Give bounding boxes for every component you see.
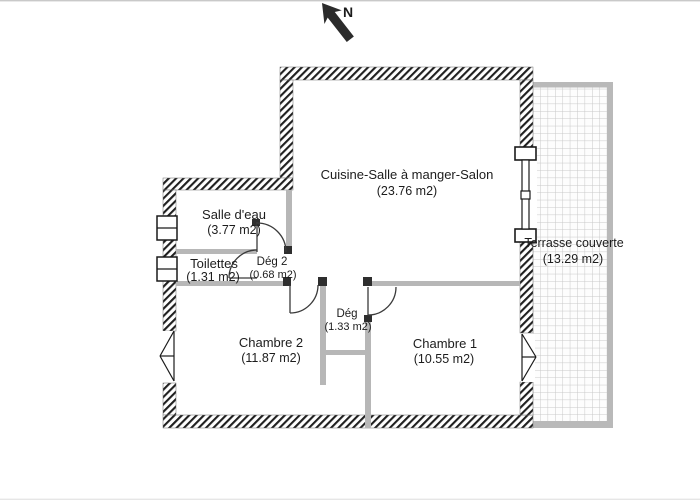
- wall-left-3: [162, 280, 177, 332]
- wall-bottom: [162, 414, 534, 429]
- jamb-chambre2-east: [318, 277, 327, 286]
- room-label-deg: Dég (1.33 m2): [324, 308, 371, 333]
- room-label-terrasse: Terrasse couverte (13.29 m2): [524, 236, 623, 266]
- wall-cuisine-chambre1: [368, 281, 520, 286]
- scan-edge-top: [0, 0, 700, 2]
- room-area: (1.31 m2): [186, 270, 240, 284]
- room-labels: Cuisine-Salle à manger-Salon (23.76 m2) …: [186, 167, 623, 366]
- outer-walls: [162, 66, 534, 429]
- terrace-border-bottom: [533, 421, 613, 428]
- terrace-border-right: [607, 82, 613, 428]
- room-name: Terrasse couverte: [524, 236, 623, 250]
- room-area: (11.87 m2): [241, 351, 301, 365]
- room-area: (1.33 m2): [324, 321, 371, 333]
- room-label-chambre1: Chambre 1 (10.55 m2): [413, 336, 477, 366]
- room-label-salle-eau: Salle d'eau (3.77 m2): [202, 207, 266, 237]
- wall-salle-eau-cuisine: [286, 190, 292, 252]
- room-area: (3.77 m2): [207, 223, 261, 237]
- jamb-chambre1-top: [363, 277, 372, 286]
- wall-right-2: [519, 239, 534, 334]
- jamb-chambre1-bottom: [364, 315, 372, 322]
- wall-closet-back: [326, 350, 365, 355]
- wall-salle-eau-toilettes: [176, 249, 257, 254]
- room-area: (23.76 m2): [377, 184, 437, 198]
- wall-top: [279, 66, 534, 81]
- wall-left-4: [162, 382, 177, 416]
- room-label-cuisine: Cuisine-Salle à manger-Salon (23.76 m2): [321, 167, 494, 198]
- terrace-area: [533, 82, 613, 428]
- door-chambre-2: [289, 284, 319, 314]
- door-chambre-1: [367, 286, 397, 316]
- window-toilettes: [156, 256, 178, 282]
- terrace-border-top: [533, 82, 613, 88]
- room-name: Dég: [336, 308, 357, 320]
- window-chambre-2: [159, 330, 175, 382]
- wall-left-2: [162, 239, 177, 258]
- wall-deg-east-chambres: [365, 317, 371, 428]
- scan-edge-bottom: [0, 498, 700, 500]
- north-arrow-icon: [322, 3, 354, 43]
- room-area: (10.55 m2): [414, 352, 474, 366]
- wall-cuisine-west: [279, 79, 294, 179]
- terrace-tiles: [533, 87, 607, 421]
- room-name: Toilettes: [190, 256, 238, 271]
- jamb-chambre2-west: [283, 277, 291, 286]
- window-salle-eau: [156, 215, 178, 241]
- jamb-salle-eau: [252, 219, 260, 226]
- wall-toilettes-chambre2: [176, 281, 290, 286]
- room-area: (13.29 m2): [543, 252, 603, 266]
- interior-walls: [176, 190, 520, 428]
- wall-salle-eau-top: [162, 177, 294, 191]
- room-name: Salle d'eau: [202, 207, 266, 222]
- wall-right-3: [519, 381, 534, 416]
- room-label-toilettes: Toilettes (1.31 m2): [186, 256, 240, 284]
- windows: [156, 146, 537, 382]
- room-label-chambre2: Chambre 2 (11.87 m2): [239, 335, 303, 365]
- door-salle-eau: [256, 222, 287, 253]
- room-name: Chambre 2: [239, 335, 303, 350]
- room-name: Cuisine-Salle à manger-Salon: [321, 167, 494, 182]
- wall-left-1: [162, 189, 177, 218]
- terrace-sliding-door: [514, 146, 537, 243]
- door-toilettes: [228, 249, 258, 279]
- jamb-deg2: [284, 246, 292, 254]
- room-label-deg2: Dég 2 (0.68 m2): [249, 256, 296, 281]
- room-name: Dég 2: [257, 256, 288, 268]
- door-swings: [228, 222, 397, 316]
- window-chambre-1: [521, 333, 537, 382]
- wall-right-1: [519, 79, 534, 149]
- wall-deg-west: [320, 281, 326, 385]
- room-name: Chambre 1: [413, 336, 477, 351]
- room-area: (0.68 m2): [249, 269, 296, 281]
- north-arrow: N: [322, 3, 354, 43]
- door-jambs: [252, 219, 372, 322]
- north-label: N: [343, 4, 353, 20]
